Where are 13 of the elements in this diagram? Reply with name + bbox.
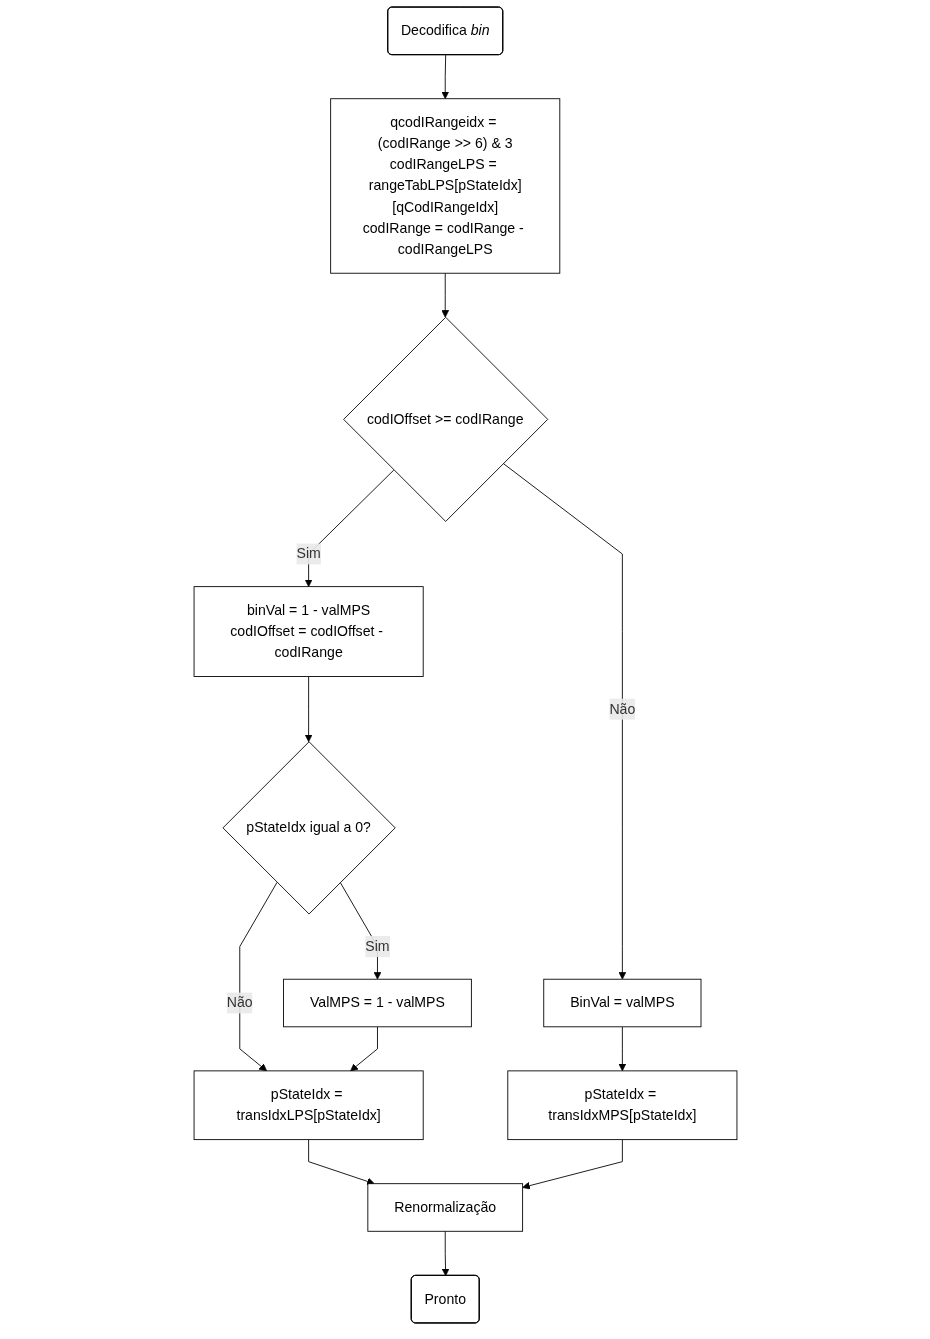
node-box: pStateIdx = transIdxLPS[pStateIdx] [193, 1070, 424, 1141]
node-box: Renormalização [366, 1183, 523, 1232]
node-box: BinVal = valMPS [542, 978, 701, 1028]
node-diamond: codIOffset >= codIRange [342, 316, 548, 522]
edge-label: Não [226, 995, 253, 1011]
edge-label: Sim [364, 938, 390, 954]
node-diamond: pStateIdx igual a 0? [222, 741, 396, 915]
node-box: ValMPS = 1 - valMPS [282, 978, 472, 1028]
edge-label: Sim [295, 546, 321, 562]
node-box: binVal = 1 - valMPS codIOffset = codIOffset - codIRange [193, 586, 424, 677]
edge-label: Não [608, 701, 635, 717]
node-box: pStateIdx = transIdxMPS[pStateIdx] [506, 1070, 737, 1141]
node-box: qcodIRangeidx = (codIRange >> 6) & 3 codIRangeLPS = rangeTabLPS[pStateIdx][qCodIRangeIdx] codIRange = codIRange - codIRangeLPS [329, 98, 560, 274]
